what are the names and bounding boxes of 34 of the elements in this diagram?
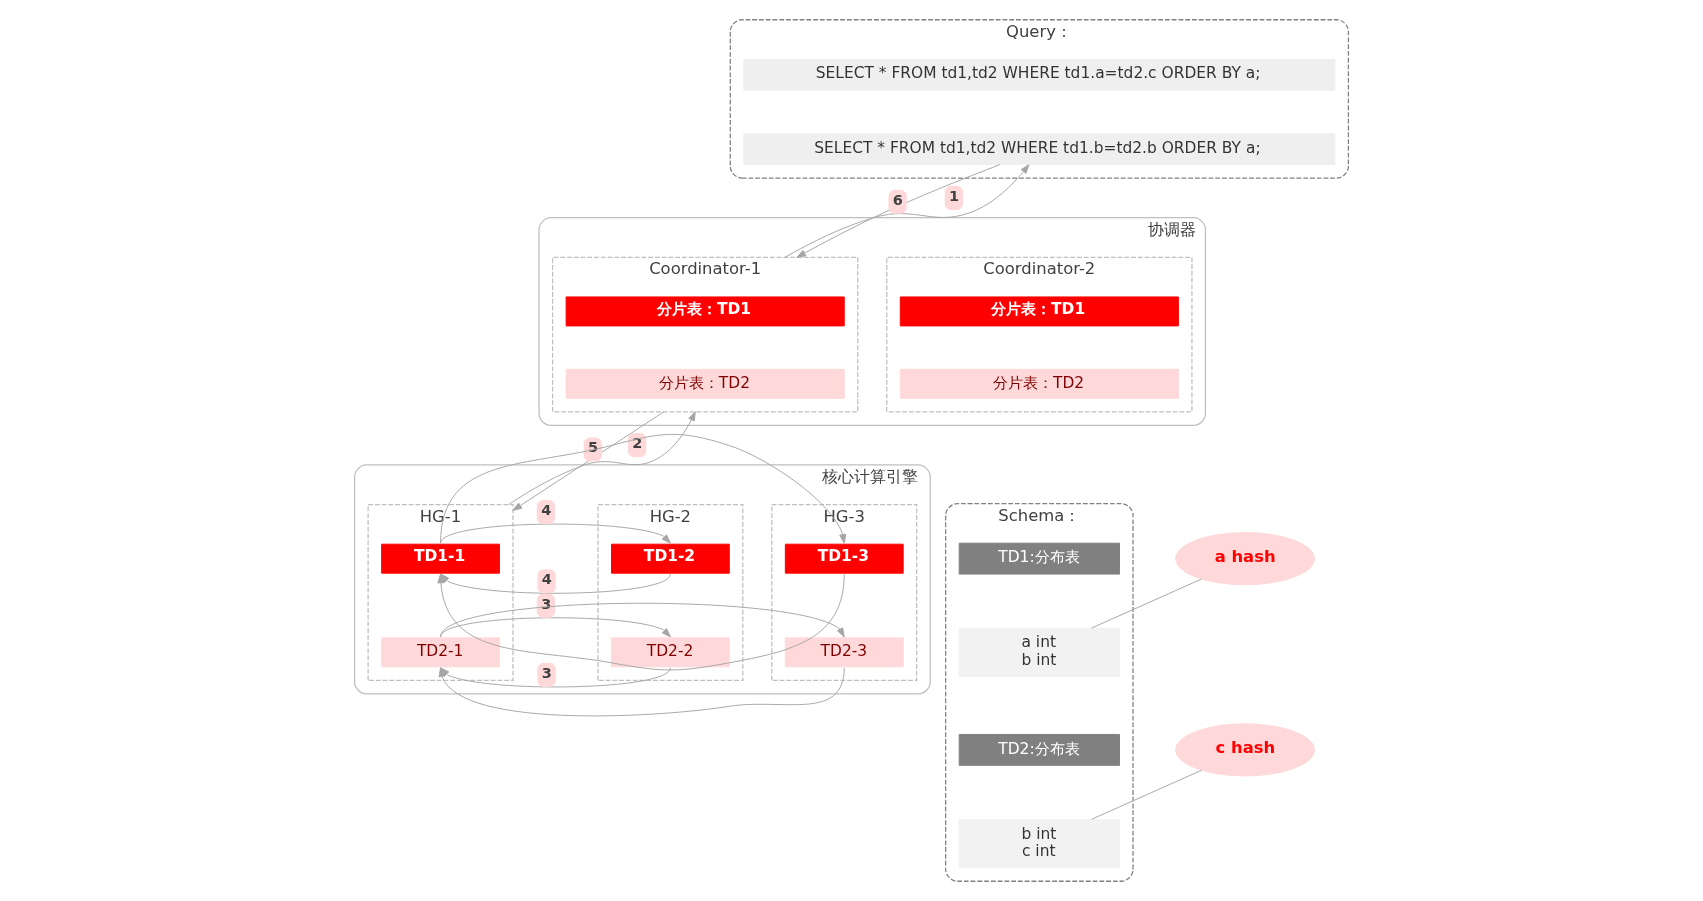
arrow [796,164,1001,258]
edge-label: 4 [541,501,552,518]
node-box: TD1:分布表 [958,542,1120,575]
arrow [512,411,665,511]
arrow [508,411,696,506]
node-ellipse: c hash [1175,723,1316,777]
edge-label: 2 [632,435,643,452]
node-box: SELECT * FROM td1,td2 WHERE td1.b=td2.b ORDER BY a; [743,133,1336,166]
node-box: a int b int [958,627,1120,677]
node-box: TD2-1 [381,637,500,668]
node-box: b int c int [958,818,1120,869]
edge-label: 5 [587,439,599,456]
node-ellipse: a hash [1175,532,1316,586]
arrow [440,602,845,638]
arrow [440,617,671,638]
edge-label: 3 [541,664,552,681]
edge-label: 4 [541,571,552,588]
arrow [784,164,1030,258]
node-box: TD1-1 [381,543,500,574]
edge-label: 3 [541,595,552,612]
node-box: TD2-2 [611,637,730,668]
node-box: 分片表：TD1 [899,296,1179,327]
node-box: TD1-3 [784,543,904,574]
connector [1091,769,1202,820]
node-box: 分片表：TD1 [565,296,845,327]
node-box: TD2:分布表 [958,733,1120,766]
edge-label: 6 [892,191,903,208]
node-box: 分片表：TD2 [565,368,845,399]
node-box: 分片表：TD2 [899,368,1179,399]
node-box: TD1-2 [611,543,730,574]
arrow [440,523,671,544]
edge-label: 1 [949,187,960,204]
node-box: TD2-3 [784,637,904,668]
connector [1091,578,1202,629]
